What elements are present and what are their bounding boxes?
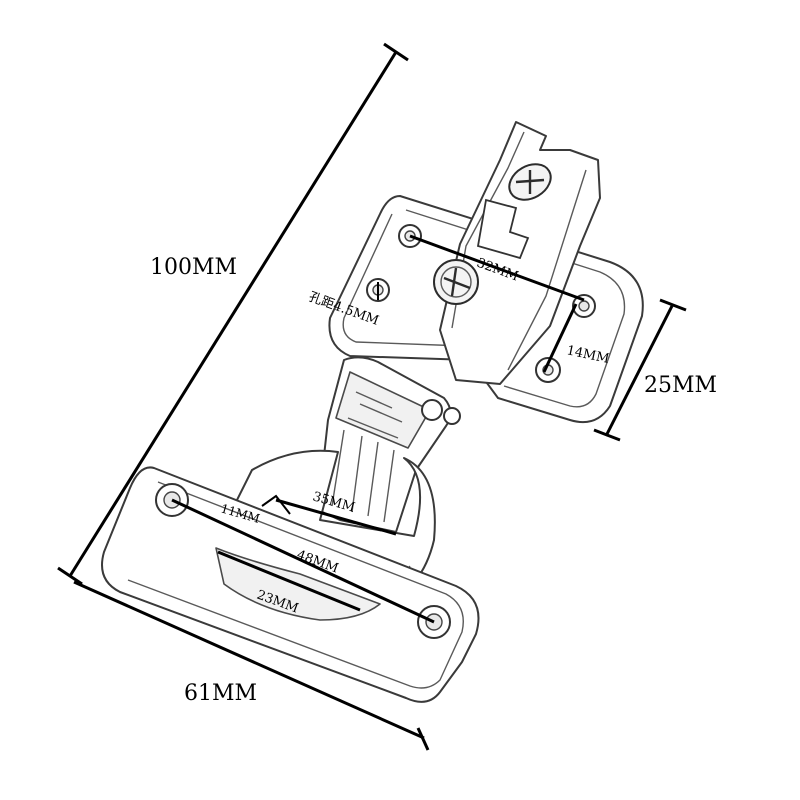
- label-base-width: 61MM: [184, 681, 257, 706]
- hinge-knuckle: [317, 356, 461, 533]
- hinge-illustration: [101, 121, 644, 703]
- hinge-arm: [433, 121, 601, 385]
- dimension-lines: [57, 42, 687, 751]
- dim-line-cup-diameter: [275, 498, 397, 536]
- dim-line-slot-spacing: [542, 303, 578, 373]
- dim-line-plate-height: [604, 305, 674, 437]
- label-total-length: 100MM: [150, 255, 237, 280]
- dim-line-base-width: [73, 580, 425, 740]
- adjustment-screw-top: [508, 163, 552, 201]
- label-plate-height: 25MM: [644, 373, 717, 398]
- dim-line-arm-width: [217, 550, 361, 612]
- dim-line-hole-spacing: [409, 234, 585, 302]
- adjustment-screw-center: [433, 259, 479, 305]
- dim-line-hole-span: [171, 498, 435, 624]
- dim-line-total-length: [68, 51, 398, 577]
- dim-line-cup-depth: [261, 494, 291, 515]
